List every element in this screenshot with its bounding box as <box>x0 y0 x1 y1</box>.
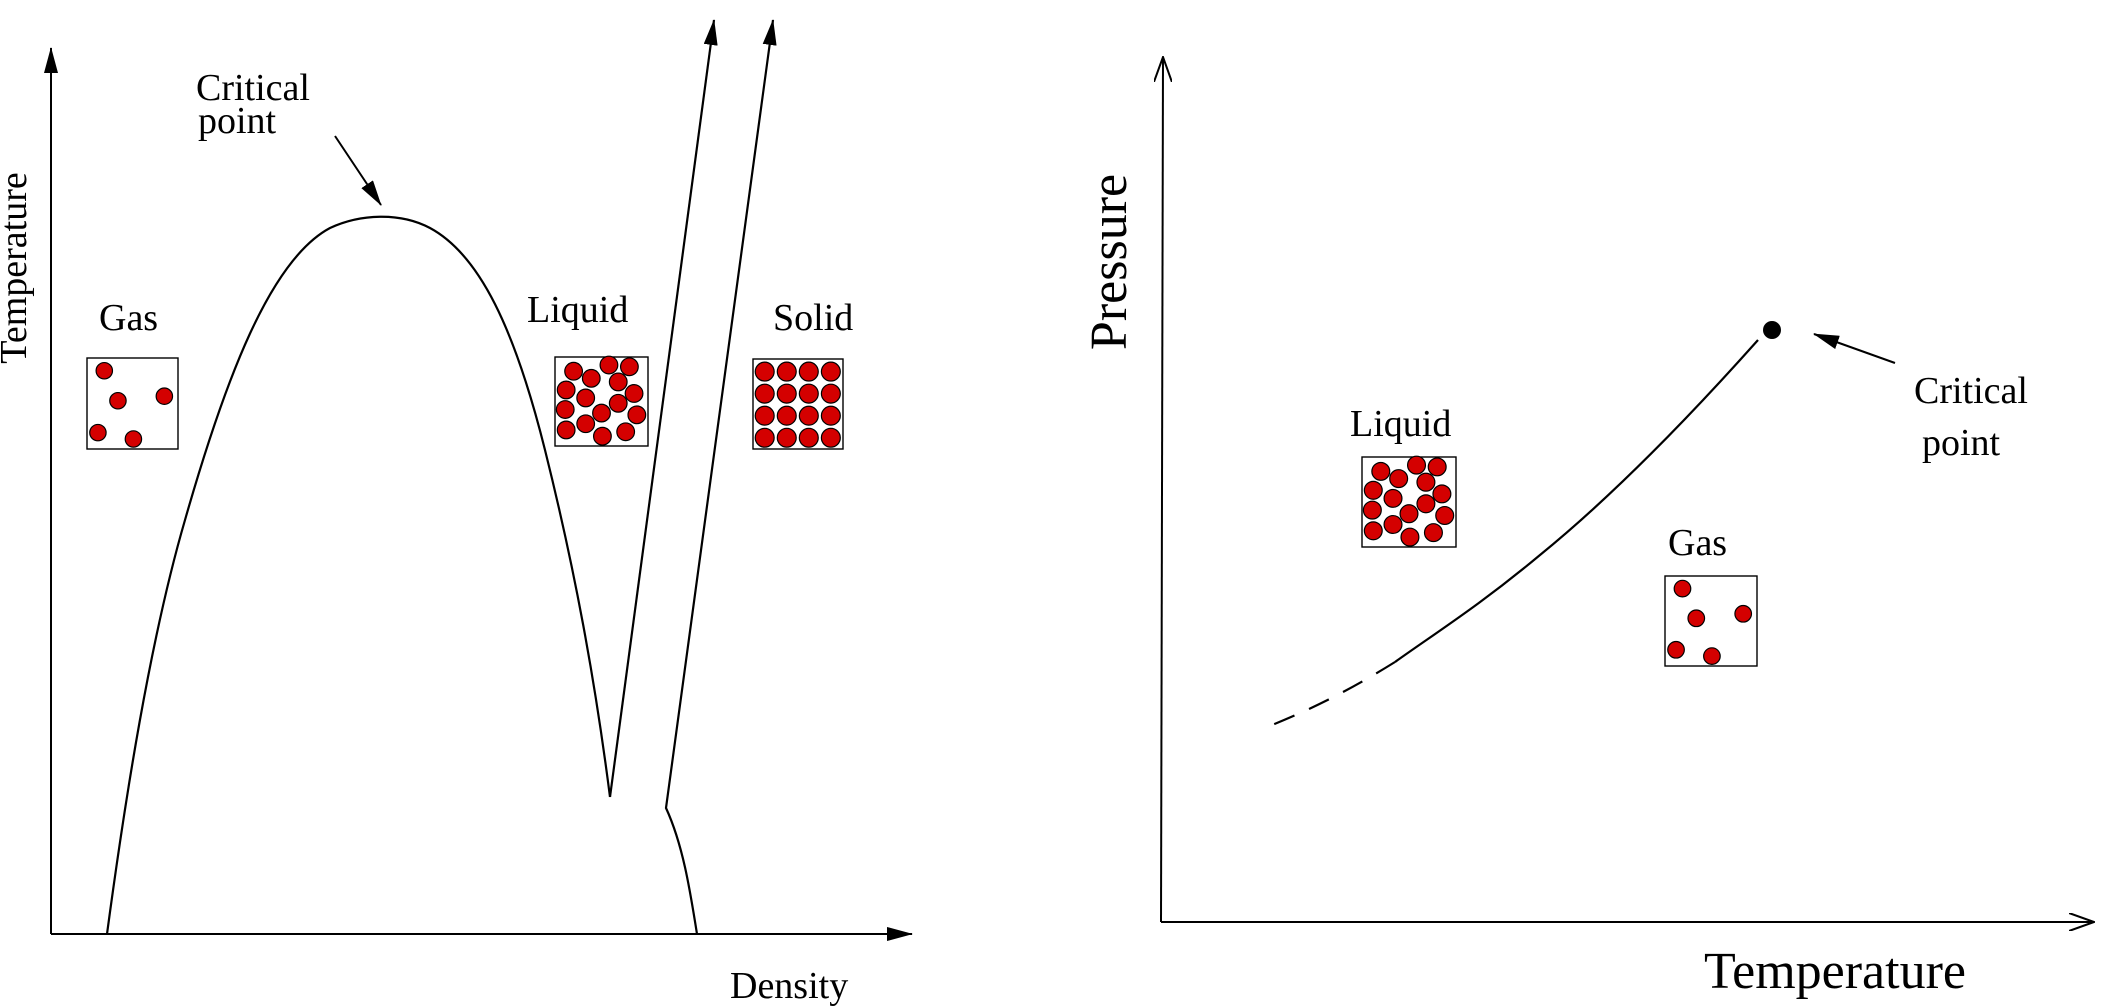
x-axis-label: Temperature <box>1704 943 1966 1000</box>
molecule <box>1383 488 1403 508</box>
molecule <box>556 380 576 400</box>
liquid-molecules-box <box>1361 455 1457 548</box>
molecule <box>754 361 775 382</box>
molecule <box>1400 527 1420 547</box>
molecule <box>581 368 601 388</box>
molecule <box>95 361 114 380</box>
molecule <box>1734 604 1753 623</box>
molecule <box>1687 609 1706 628</box>
molecule <box>1416 472 1436 492</box>
molecule <box>627 405 647 425</box>
molecule <box>564 361 584 381</box>
coexistence-curve <box>1394 339 1759 663</box>
molecule <box>599 355 619 375</box>
molecule <box>608 393 628 413</box>
molecule <box>776 427 797 448</box>
coexistence-curve-extrapolated <box>1266 661 1396 729</box>
molecule <box>776 383 797 404</box>
coexistence-dome <box>105 215 612 935</box>
critical-point-arrow <box>334 135 382 206</box>
molecule <box>1399 504 1419 524</box>
molecule <box>576 414 596 434</box>
solid-molecules-box <box>752 358 844 450</box>
molecule <box>155 387 174 406</box>
critical-point-marker <box>1763 321 1781 339</box>
molecule <box>754 405 775 426</box>
molecule <box>624 384 644 403</box>
molecule <box>592 403 611 423</box>
critical-point-label-line2: point <box>198 100 277 142</box>
liquid-label: Liquid <box>527 289 628 331</box>
gas-molecules-box <box>1664 575 1758 667</box>
liquid-solid-boundary-right <box>664 19 777 935</box>
molecule <box>1389 469 1409 489</box>
molecule <box>1363 521 1383 541</box>
molecule <box>1703 647 1721 665</box>
molecule <box>89 423 107 442</box>
molecule <box>1432 484 1452 504</box>
gas-molecules-box <box>86 357 179 450</box>
molecule <box>1427 457 1447 477</box>
liquid-label: Liquid <box>1350 403 1451 445</box>
gas-label: Gas <box>99 297 158 339</box>
molecule <box>1371 461 1391 481</box>
molecule <box>754 383 775 404</box>
critical-point-label-line2: point <box>1922 422 2001 464</box>
solid-label: Solid <box>773 297 853 339</box>
molecule <box>776 361 797 382</box>
molecule <box>109 391 127 410</box>
molecule <box>556 420 576 440</box>
molecule <box>1673 579 1692 598</box>
molecule <box>820 361 841 382</box>
molecule <box>616 422 636 442</box>
molecule <box>608 372 628 392</box>
liquid-molecules-box <box>554 355 649 447</box>
liquid-solid-boundary-left <box>608 19 718 798</box>
molecule <box>1667 640 1685 659</box>
molecule <box>1435 505 1455 526</box>
molecule <box>592 426 612 446</box>
density-temperature-diagram: Temperature Density Critical point Gas L… <box>0 19 913 1007</box>
molecule <box>1406 455 1427 475</box>
critical-point-label-line1: Critical <box>196 67 310 109</box>
molecule <box>576 388 596 408</box>
molecule <box>1383 514 1403 535</box>
molecule <box>1362 500 1382 520</box>
molecule <box>754 427 775 448</box>
molecule <box>619 357 639 377</box>
molecule <box>1363 480 1383 500</box>
molecule <box>555 400 575 419</box>
molecule <box>1423 523 1443 543</box>
molecule <box>820 427 841 448</box>
molecule <box>798 405 819 426</box>
molecule <box>798 427 819 448</box>
pressure-temperature-diagram: Pressure Temperature Critical point Liqu… <box>1081 57 2094 1000</box>
molecule <box>820 405 841 426</box>
molecule <box>798 383 819 404</box>
y-axis-label: Pressure <box>1081 174 1138 350</box>
molecule <box>1416 494 1436 514</box>
critical-point-arrow <box>1813 333 1896 364</box>
molecule <box>776 405 797 426</box>
molecule <box>798 361 819 382</box>
gas-label: Gas <box>1668 522 1727 564</box>
molecule <box>124 430 143 448</box>
x-axis-label: Density <box>730 965 848 1007</box>
critical-point-label-line1: Critical <box>1914 370 2028 412</box>
y-axis <box>1161 57 1163 923</box>
y-axis-label: Temperature <box>0 172 35 363</box>
molecule <box>820 383 841 404</box>
